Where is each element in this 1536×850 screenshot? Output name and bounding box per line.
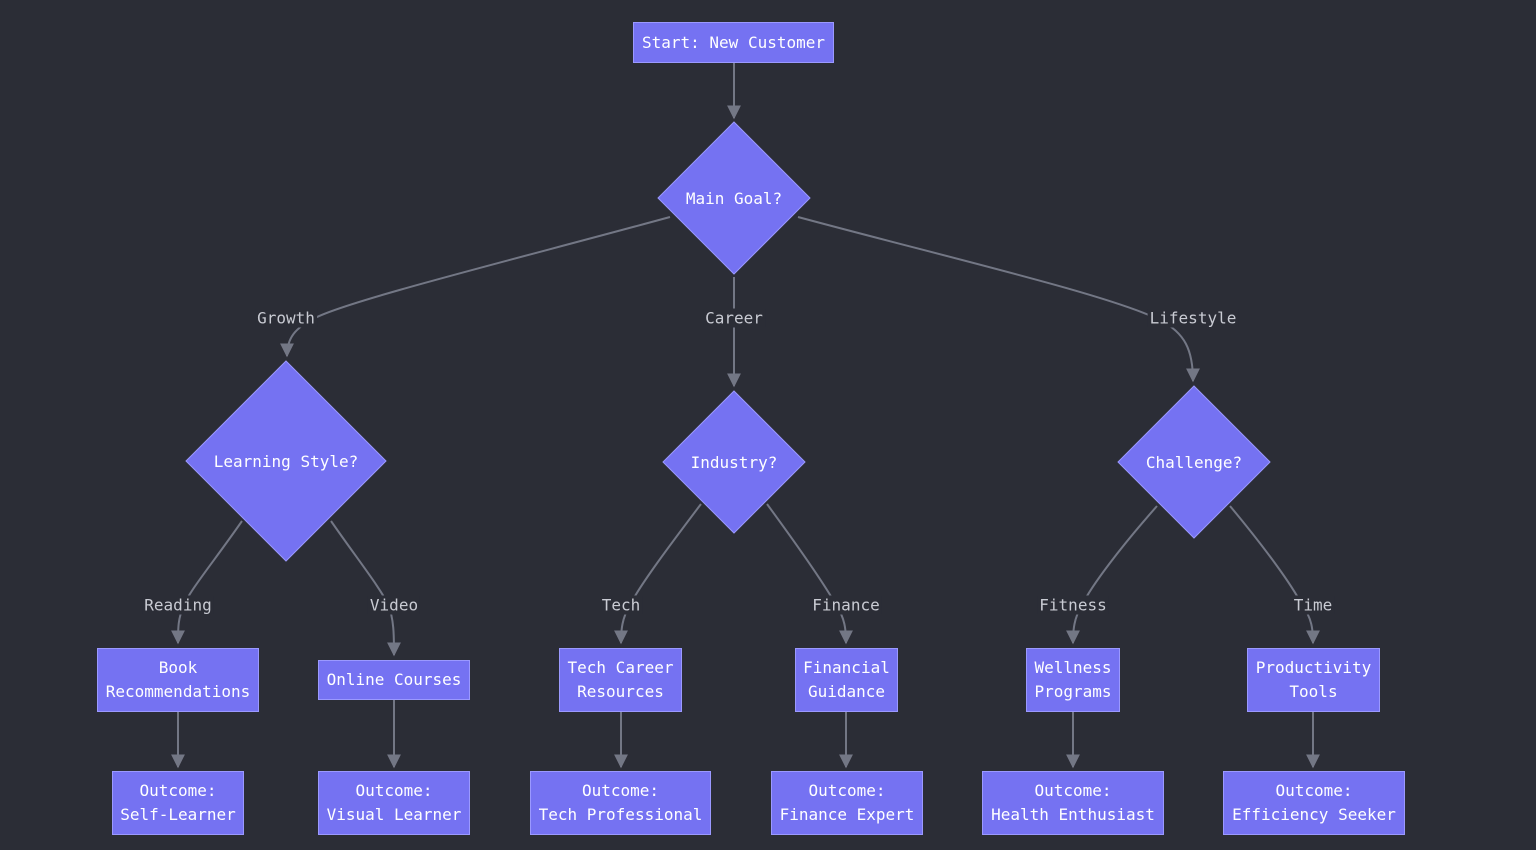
node-financial-guidance: Financial Guidance: [795, 648, 898, 712]
node-learning-style-label: Learning Style?: [213, 451, 359, 471]
diamond-shape: [662, 390, 806, 534]
edge-label-time: Time: [1291, 595, 1335, 615]
node-productivity-tools: Productivity Tools: [1247, 648, 1380, 712]
node-outcome-health-enthusiast: Outcome: Health Enthusiast: [982, 771, 1164, 835]
node-outcome-efficiency-seeker: Outcome: Efficiency Seeker: [1223, 771, 1405, 835]
node-learning-style: Learning Style?: [185, 360, 387, 562]
edge-label-finance: Finance: [810, 595, 882, 615]
node-main-goal-label: Main Goal?: [685, 188, 783, 208]
edge-label-tech: Tech: [599, 595, 643, 615]
node-outcome-finance-expert: Outcome: Finance Expert: [771, 771, 923, 835]
edge-lifestyle: [797, 216, 1200, 383]
node-industry: Industry?: [662, 390, 806, 534]
node-challenge-label: Challenge?: [1145, 452, 1243, 472]
node-book-recommendations: Book Recommendations: [97, 648, 259, 712]
node-tech-career-resources: Tech Career Resources: [559, 648, 682, 712]
node-industry-label: Industry?: [690, 452, 778, 472]
node-outcome-self-learner: Outcome: Self-Learner: [112, 771, 244, 835]
edge-label-reading: Reading: [142, 595, 214, 615]
node-outcome-tech-professional: Outcome: Tech Professional: [530, 771, 711, 835]
diamond-shape: [657, 121, 811, 275]
diamond-shape: [1117, 385, 1271, 539]
node-online-courses: Online Courses: [318, 660, 470, 700]
diamond-shape: [185, 360, 387, 562]
node-start: Start: New Customer: [633, 22, 834, 63]
edge-label-growth: Growth: [255, 308, 317, 328]
node-challenge: Challenge?: [1117, 385, 1271, 539]
edge-label-career: Career: [703, 308, 765, 328]
node-wellness-programs: Wellness Programs: [1026, 648, 1120, 712]
edge-label-video: Video: [367, 595, 421, 615]
edge-growth: [280, 216, 671, 358]
edge-label-fitness: Fitness: [1037, 595, 1109, 615]
edge-label-lifestyle: Lifestyle: [1147, 308, 1239, 328]
node-main-goal: Main Goal?: [657, 121, 811, 275]
node-outcome-visual-learner: Outcome: Visual Learner: [318, 771, 470, 835]
